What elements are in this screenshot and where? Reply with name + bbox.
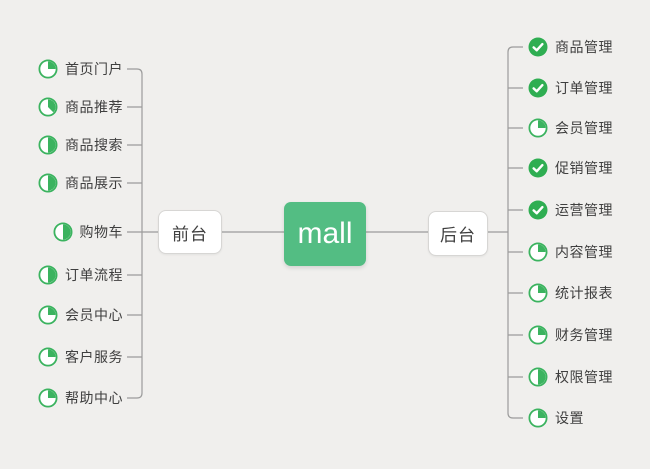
topic-label: 运营管理: [555, 202, 613, 218]
task-progress-pie-icon: [528, 242, 548, 262]
branch-node-backend[interactable]: 后台: [428, 211, 488, 256]
topic-operation-mgmt[interactable]: 运营管理: [528, 200, 613, 220]
topic-statistics-report[interactable]: 统计报表: [528, 283, 613, 303]
topic-label: 购物车: [79, 224, 123, 240]
topic-label: 会员管理: [555, 120, 613, 136]
task-progress-pie-icon: [52, 222, 73, 242]
topic-shopping-cart[interactable]: 购物车: [52, 222, 124, 242]
task-progress-pie-icon: [38, 59, 58, 79]
task-done-check-icon: [528, 78, 548, 98]
branch-node-backend-label: 后台: [440, 226, 476, 245]
topic-home-portal[interactable]: 首页门户: [38, 59, 123, 79]
task-progress-pie-icon: [528, 283, 548, 303]
topic-label: 促销管理: [555, 160, 613, 176]
topic-label: 商品管理: [555, 39, 613, 55]
task-progress-pie-icon: [528, 408, 548, 428]
topic-label: 商品搜索: [65, 137, 123, 153]
task-progress-pie-icon: [38, 97, 58, 117]
topic-settings[interactable]: 设置: [528, 408, 584, 428]
topic-label: 订单流程: [65, 267, 123, 283]
branch-node-frontend-label: 前台: [172, 224, 208, 244]
task-progress-pie-icon: [38, 135, 58, 155]
task-progress-pie-icon: [528, 118, 548, 138]
topic-content-mgmt[interactable]: 内容管理: [528, 242, 613, 262]
topic-label: 设置: [555, 410, 584, 426]
task-progress-pie-icon: [38, 173, 58, 193]
topic-member-center[interactable]: 会员中心: [38, 305, 123, 325]
topic-promotion-mgmt[interactable]: 促销管理: [528, 158, 613, 178]
topic-order-flow[interactable]: 订单流程: [38, 265, 123, 285]
topic-member-mgmt[interactable]: 会员管理: [528, 118, 613, 138]
topic-order-mgmt[interactable]: 订单管理: [528, 78, 613, 98]
topic-product-display[interactable]: 商品展示: [38, 173, 123, 193]
topic-product-recommend[interactable]: 商品推荐: [38, 97, 123, 117]
task-progress-pie-icon: [38, 347, 58, 367]
task-done-check-icon: [528, 37, 548, 57]
task-progress-pie-icon: [38, 265, 58, 285]
topic-label: 客户服务: [65, 349, 123, 365]
topic-finance-mgmt[interactable]: 财务管理: [528, 325, 613, 345]
topic-help-center[interactable]: 帮助中心: [38, 388, 123, 408]
topic-product-search[interactable]: 商品搜索: [38, 135, 123, 155]
topic-permission-mgmt[interactable]: 权限管理: [528, 367, 613, 387]
topic-label: 订单管理: [555, 80, 613, 96]
task-progress-pie-icon: [528, 367, 548, 387]
topic-label: 首页门户: [65, 61, 123, 77]
task-progress-pie-icon: [38, 305, 58, 325]
root-node-mall[interactable]: mall: [284, 202, 366, 266]
branch-node-frontend[interactable]: 前台: [158, 210, 222, 254]
topic-label: 内容管理: [555, 244, 613, 260]
topic-label: 商品推荐: [65, 99, 123, 115]
task-done-check-icon: [528, 200, 548, 220]
task-done-check-icon: [528, 158, 548, 178]
topic-label: 财务管理: [555, 327, 613, 343]
topic-product-mgmt[interactable]: 商品管理: [528, 37, 613, 57]
task-progress-pie-icon: [528, 325, 548, 345]
task-progress-pie-icon: [38, 388, 58, 408]
topic-label: 帮助中心: [65, 390, 123, 406]
topic-customer-service[interactable]: 客户服务: [38, 347, 123, 367]
topic-label: 商品展示: [65, 175, 123, 191]
root-node-label: mall: [297, 217, 353, 250]
topic-label: 会员中心: [65, 307, 123, 323]
topic-label: 统计报表: [555, 285, 613, 301]
topic-label: 权限管理: [555, 369, 613, 385]
